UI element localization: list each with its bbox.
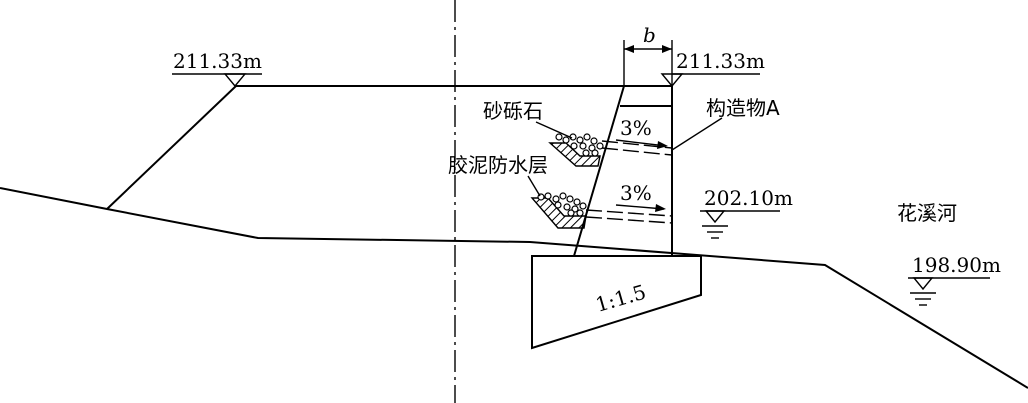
slope-arrowhead-lower xyxy=(655,204,666,212)
dim-label-b: b xyxy=(643,23,656,47)
label-base-ratio: 1:1.5 xyxy=(593,280,649,317)
drain-pipe-upper-bottom xyxy=(601,147,673,156)
leader-gravel xyxy=(535,121,573,139)
ground-line xyxy=(0,187,1028,389)
gravel-lower xyxy=(537,192,587,217)
water-triangle-inner xyxy=(704,210,726,224)
leader-structure xyxy=(671,117,723,151)
label-river: 花溪河 xyxy=(897,201,957,225)
dim-arrow-right xyxy=(662,45,672,53)
water-triangle-river xyxy=(912,277,934,291)
gravel-upper xyxy=(555,133,604,157)
drain-pipe-upper-top xyxy=(601,140,673,149)
elevation-crest-right: 211.33m xyxy=(676,49,765,73)
slope-arrowhead-upper xyxy=(657,141,668,149)
elevation-triangle-left xyxy=(223,73,247,88)
drain-pipe-lower-top xyxy=(585,209,673,217)
slope-label-upper: 3% xyxy=(620,116,652,140)
elevation-water-inner: 202.10m xyxy=(704,186,793,210)
embankment-left-slope xyxy=(106,85,237,210)
label-structure-a: 构造物A xyxy=(706,96,780,120)
dim-arrow-left xyxy=(624,45,634,53)
label-gravel: 砂砾石 xyxy=(483,99,543,123)
elevation-water-river: 198.90m xyxy=(912,253,1001,277)
label-clay-layer: 胶泥防水层 xyxy=(448,153,548,177)
leader-clay xyxy=(527,175,541,197)
drain-pipe-lower-bottom xyxy=(585,216,673,224)
elevation-crest-left: 211.33m xyxy=(173,49,262,73)
retaining-wall-body xyxy=(572,85,673,257)
wall-foundation xyxy=(531,255,702,350)
slope-label-lower: 3% xyxy=(620,181,652,205)
